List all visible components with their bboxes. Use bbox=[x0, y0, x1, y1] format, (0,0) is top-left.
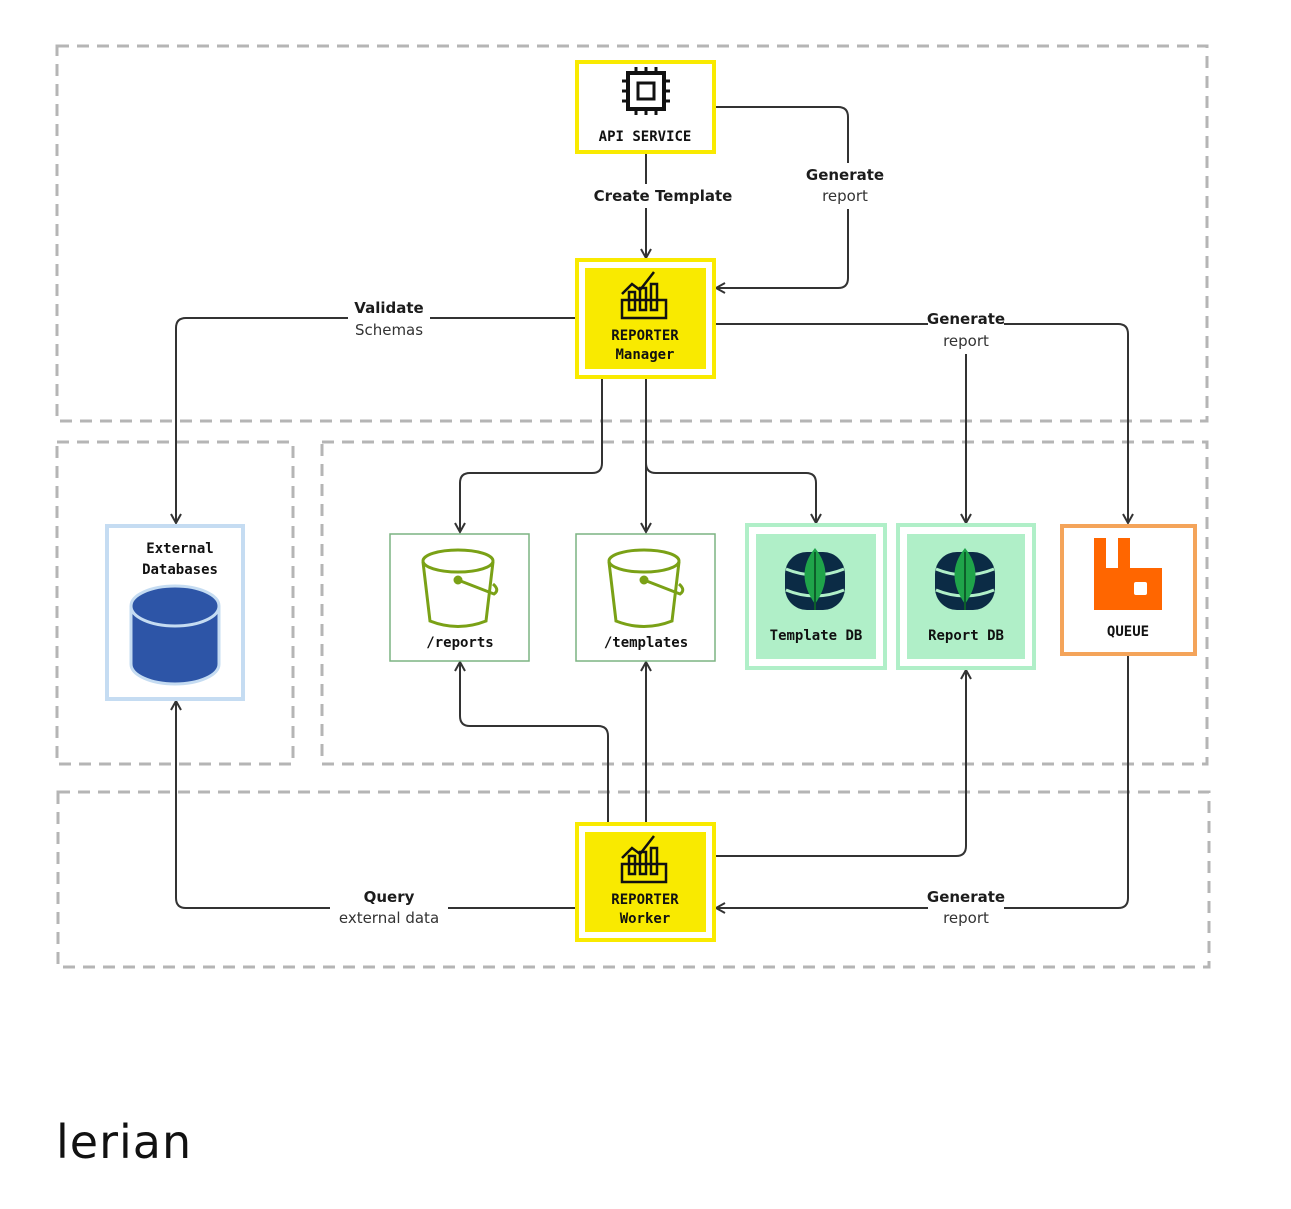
bucket-icon bbox=[607, 548, 685, 628]
svg-text:Create Template: Create Template bbox=[594, 187, 733, 205]
mongodb-icon bbox=[785, 548, 845, 610]
label-create-template: Create Template bbox=[594, 184, 733, 208]
label-generate-report-queue: Generate report bbox=[927, 308, 1005, 354]
node-reports-bucket: /reports bbox=[389, 533, 530, 662]
edge-worker-reports bbox=[460, 662, 609, 822]
queue-label: QUEUE bbox=[1107, 624, 1149, 640]
edge-query-external bbox=[176, 701, 576, 909]
mongodb-icon bbox=[935, 548, 995, 610]
templates-bucket-label: /templates bbox=[604, 635, 688, 651]
svg-text:Schemas: Schemas bbox=[355, 321, 423, 339]
reporter-worker-line2: Worker bbox=[620, 911, 671, 927]
lerian-logo: lerian bbox=[56, 1115, 192, 1169]
svg-text:report: report bbox=[822, 187, 868, 205]
report-db-label: Report DB bbox=[928, 628, 1004, 644]
label-generate-report-worker: Generate report bbox=[927, 886, 1005, 932]
svg-text:external data: external data bbox=[339, 909, 439, 927]
reporter-worker-line1: REPORTER bbox=[611, 892, 679, 908]
rabbitmq-icon bbox=[1094, 538, 1162, 610]
reporter-manager-line2: Manager bbox=[615, 347, 674, 363]
svg-text:report: report bbox=[943, 909, 989, 927]
database-icon bbox=[129, 584, 221, 686]
api-service-label: API SERVICE bbox=[599, 129, 692, 145]
region-api bbox=[55, 44, 1209, 423]
region-worker bbox=[56, 790, 1211, 969]
node-reporter-manager: REPORTER Manager bbox=[575, 258, 716, 379]
label-query-external: Query external data bbox=[330, 886, 448, 932]
reports-bucket-label: /reports bbox=[426, 635, 493, 651]
edge-validate-schemas bbox=[176, 317, 576, 523]
edge-manager-templatedb bbox=[645, 420, 816, 523]
svg-text:Validate: Validate bbox=[354, 299, 423, 317]
edge-generate-report-worker bbox=[716, 656, 1129, 908]
edge-manager-reports bbox=[460, 378, 603, 532]
svg-text:report: report bbox=[943, 332, 989, 350]
external-databases-line2: Databases bbox=[142, 562, 218, 578]
node-report-db: Report DB bbox=[896, 523, 1036, 670]
chip-icon bbox=[622, 67, 670, 115]
svg-text:Query: Query bbox=[364, 888, 415, 906]
node-external-databases: External Databases bbox=[105, 524, 245, 701]
node-reporter-worker: REPORTER Worker bbox=[575, 822, 716, 942]
external-databases-line1: External bbox=[146, 541, 213, 557]
reporter-manager-line1: REPORTER bbox=[611, 328, 679, 344]
chart-icon bbox=[620, 835, 668, 884]
edge-generate-report-queue bbox=[716, 323, 1128, 523]
node-template-db: Template DB bbox=[745, 523, 887, 670]
region-storage bbox=[320, 440, 1209, 766]
node-templates-bucket: /templates bbox=[575, 533, 716, 662]
label-validate-schemas: Validate Schemas bbox=[348, 296, 430, 342]
node-queue: QUEUE bbox=[1060, 524, 1197, 656]
template-db-label: Template DB bbox=[770, 628, 863, 644]
svg-text:Generate: Generate bbox=[927, 888, 1005, 906]
label-generate-report-api: Generate report bbox=[806, 163, 886, 209]
svg-text:Generate: Generate bbox=[927, 310, 1005, 328]
node-api-service: API SERVICE bbox=[575, 60, 716, 154]
svg-text:Generate: Generate bbox=[806, 166, 884, 184]
chart-icon bbox=[620, 271, 668, 320]
edge-worker-reportdb bbox=[716, 670, 966, 857]
bucket-icon bbox=[421, 548, 499, 628]
